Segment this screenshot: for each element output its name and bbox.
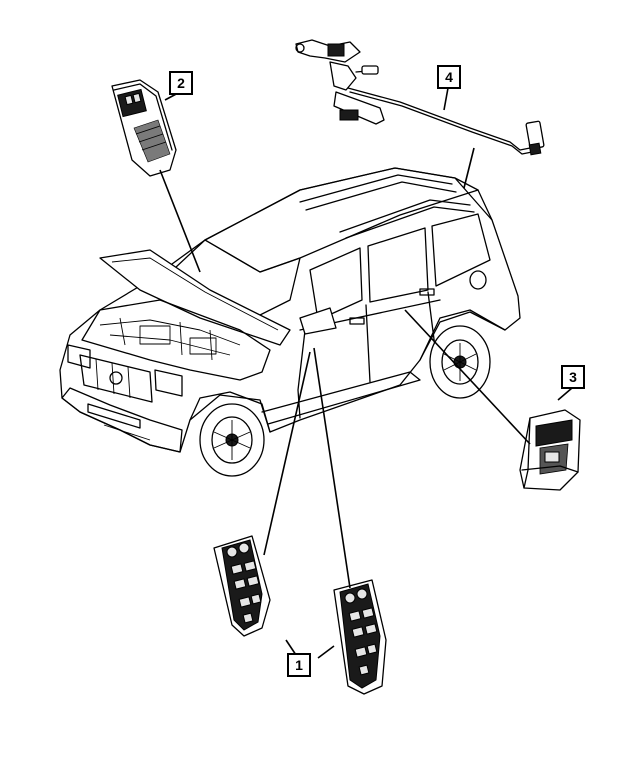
vehicle-illustration bbox=[59, 167, 521, 477]
leader-lines bbox=[159, 87, 573, 659]
callout-3: 3 bbox=[561, 365, 585, 389]
callout-2: 2 bbox=[169, 71, 193, 95]
callout-3-label: 3 bbox=[569, 369, 577, 385]
driver-door-switch-icon bbox=[213, 535, 387, 695]
callout-4-label: 4 bbox=[445, 69, 453, 85]
callout-2-label: 2 bbox=[177, 75, 185, 91]
overhead-console-switch-icon bbox=[111, 79, 177, 177]
callout-4: 4 bbox=[437, 65, 461, 89]
wiring-harness-icon bbox=[295, 39, 545, 156]
callout-1: 1 bbox=[287, 653, 311, 677]
callout-1-label: 1 bbox=[295, 657, 303, 673]
rear-door-switch-icon bbox=[519, 409, 581, 491]
